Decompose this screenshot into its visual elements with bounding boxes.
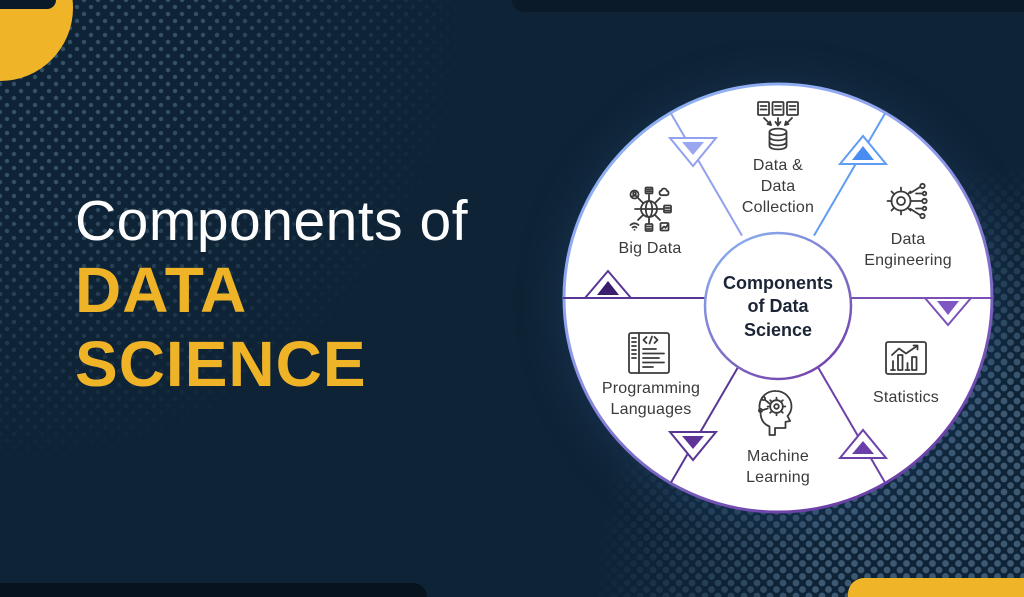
divider-bottom-left <box>670 359 743 484</box>
title-line-white: Components of <box>75 189 469 253</box>
arrow-bottom-left <box>682 436 704 449</box>
arrow-left <box>597 281 619 295</box>
arrow-top-left <box>682 142 704 155</box>
divider-top-left <box>670 112 743 237</box>
database-collection-icon <box>754 100 802 152</box>
arrow-right <box>937 301 959 315</box>
divider-top-right <box>813 112 886 237</box>
segment-label-statistics: Statistics <box>872 389 940 406</box>
components-wheel-diagram <box>562 82 994 514</box>
top-left-bar-decoration <box>0 0 56 9</box>
top-right-bar-decoration <box>512 0 1024 12</box>
page-title: Components of DATA SCIENCE <box>75 190 468 401</box>
segment-label-data-collection: Data & Data Collection <box>741 157 815 217</box>
segment-label-data-engineering: Data Engineering <box>864 231 952 270</box>
code-window-icon <box>626 330 672 376</box>
network-hub-icon <box>625 186 673 232</box>
title-line-data: DATA <box>75 253 248 326</box>
wheel-center-label: Components of Data Science <box>723 272 833 340</box>
wheel-center-circle <box>703 231 853 381</box>
bar-chart-icon <box>884 340 928 380</box>
gear-circuit-icon <box>884 179 932 223</box>
bottom-right-yellow-bar-decoration <box>848 578 1024 597</box>
yellow-circle-decoration <box>0 0 73 81</box>
divider-bottom-right <box>813 359 886 484</box>
segment-label-programming-languages: Programming Languages <box>601 380 701 419</box>
arrow-bottom-right <box>852 441 874 454</box>
segment-label-machine-learning: Machine Learning <box>746 448 810 487</box>
head-gear-icon <box>751 388 797 438</box>
arrow-top-right <box>852 146 874 160</box>
segment-label-big-data: Big Data <box>618 240 682 257</box>
bottom-left-bar-decoration <box>0 583 427 597</box>
title-line-science: SCIENCE <box>75 327 367 400</box>
